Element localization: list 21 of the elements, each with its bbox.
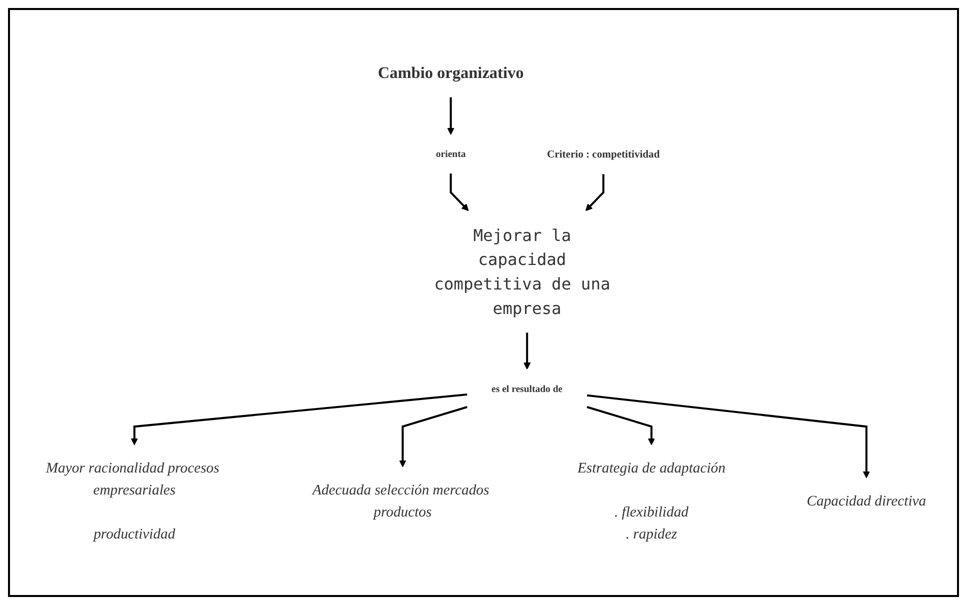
node-text: Mejorar la capacidad competitiva de una empresa: [434, 225, 610, 318]
arrow: [399, 406, 468, 467]
node-label: . rapidez: [626, 525, 678, 542]
arrow: [130, 393, 468, 445]
arrow: [524, 332, 531, 370]
node-label: productividad: [94, 525, 176, 542]
node-text: Estrategia de adaptación: [577, 459, 726, 476]
node-text: Mayor racionalidad procesos empresariales: [46, 459, 220, 498]
node-label: . flexibilidad: [614, 503, 688, 520]
node-text: Capacidad directiva: [806, 492, 926, 508]
node-text: Cambio organizativo: [378, 64, 524, 82]
arrow: [586, 394, 870, 478]
diagram-frame: Cambio organizativo orienta Criterio : competitividad Mejorar la capacidad competitiva de una empresa es el resultado de Mayor racionalidad procesos empresariales productividad Adecuada selección mercados productos Estrategia de adaptación . flexibilidad . rapidez Capacidad directiva: [8, 8, 959, 597]
node-text: orienta: [436, 148, 466, 160]
arrow: [586, 406, 656, 445]
node-text: es el resultado de: [492, 382, 563, 394]
node-text: Criterio : competitividad: [546, 147, 660, 160]
arrow: [447, 97, 454, 135]
arrow: [585, 174, 604, 211]
node-text: Adecuada selección mercados productos: [312, 481, 490, 520]
arrow: [450, 173, 469, 211]
